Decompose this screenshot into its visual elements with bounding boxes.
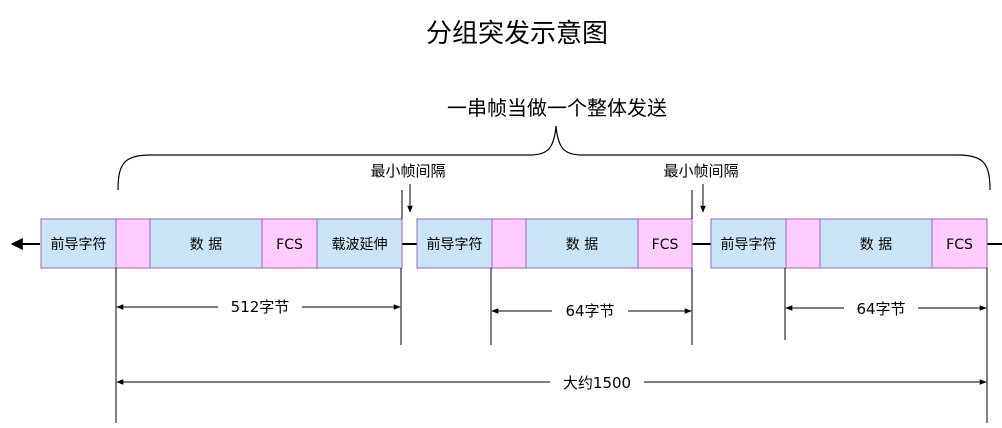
fcs-box xyxy=(261,218,318,269)
preamble-box xyxy=(416,218,493,269)
burst-brace xyxy=(117,125,991,191)
fcs-box xyxy=(637,218,693,269)
gap-annotation-1: 最小帧间隔 xyxy=(370,162,446,219)
fcs-label: FCS xyxy=(946,237,973,253)
data-box xyxy=(149,218,263,269)
dim-label: 大约1500 xyxy=(563,374,631,392)
carrier-extension-label: 载波延伸 xyxy=(332,237,388,253)
data-label: 数 据 xyxy=(860,237,892,253)
preamble-label: 前导字符 xyxy=(427,236,483,253)
dim-label: 64字节 xyxy=(565,302,614,320)
preamble-box xyxy=(40,218,117,269)
preamble-label: 前导字符 xyxy=(721,236,777,253)
diagram-title: 分组突发示意图 xyxy=(426,19,608,49)
fcs-label: FCS xyxy=(652,237,679,253)
fcs-box xyxy=(931,218,988,269)
data-box xyxy=(819,218,933,269)
frame-2: 前导字符 数 据 FCS xyxy=(416,218,693,269)
frame-1: 前导字符 数 据 FCS 载波延伸 xyxy=(40,218,403,269)
carrier-extension-box xyxy=(316,218,403,269)
fcs-label: FCS xyxy=(276,237,303,253)
frame-3: 前导字符 数 据 FCS xyxy=(710,218,988,269)
dim-label: 64字节 xyxy=(856,300,905,318)
sfd-box xyxy=(785,218,821,269)
data-label: 数 据 xyxy=(190,237,222,253)
data-label: 数 据 xyxy=(566,237,598,253)
sfd-box xyxy=(115,218,151,269)
gap-label: 最小帧间隔 xyxy=(663,162,738,180)
preamble-label: 前导字符 xyxy=(51,236,107,253)
dimension-frame3: 64字节 xyxy=(785,300,987,318)
dimension-frame2: 64字节 xyxy=(491,302,692,320)
gap-label: 最小帧间隔 xyxy=(370,162,445,180)
data-box xyxy=(525,218,639,269)
sfd-box xyxy=(491,218,527,269)
dimension-total: 大约1500 xyxy=(116,374,987,392)
gap-annotation-2: 最小帧间隔 xyxy=(663,162,739,219)
dim-label: 512字节 xyxy=(231,298,290,316)
burst-caption: 一串帧当做一个整体发送 xyxy=(447,96,667,120)
dimension-frame1: 512字节 xyxy=(116,298,401,316)
